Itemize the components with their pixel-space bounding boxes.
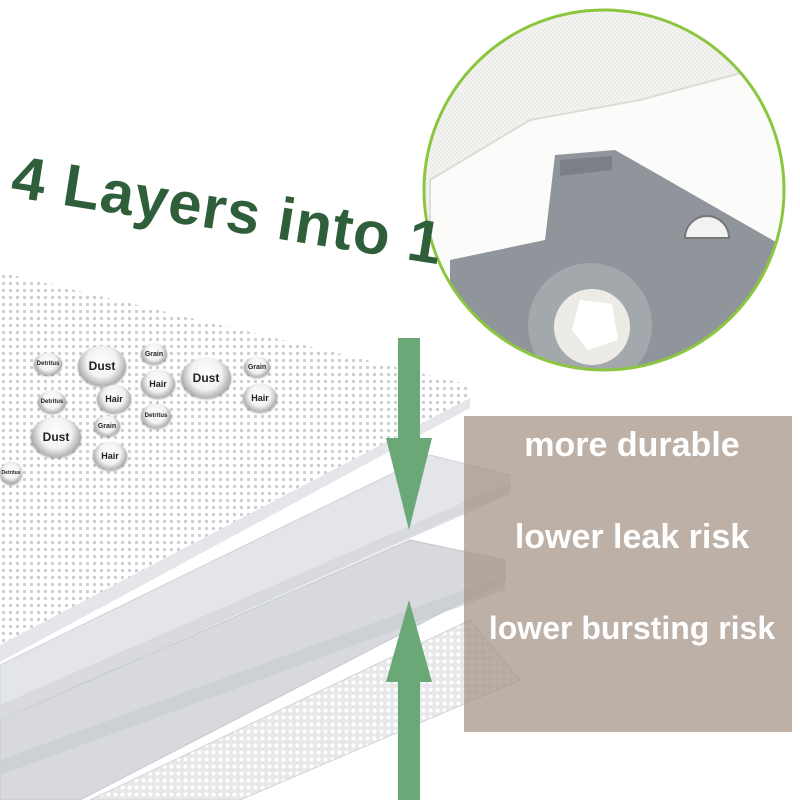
- arrow-up-icon: [386, 600, 432, 800]
- particle-bubble: Detritus: [141, 404, 171, 428]
- particle-label: Dust: [88, 359, 116, 373]
- benefit-more-durable: more durable: [524, 426, 740, 464]
- particle-label: Hair: [105, 394, 123, 404]
- particle-label: Dust: [42, 430, 70, 444]
- particle-bubble: Detritus: [38, 391, 66, 413]
- arrow-down-icon: [386, 338, 432, 530]
- particle-label: Hair: [149, 379, 167, 389]
- particle-label: Detritus: [1, 470, 21, 476]
- particle-label: Grain: [97, 422, 117, 430]
- particle-bubble: Grain: [244, 357, 270, 377]
- particle-label: Detritus: [40, 399, 64, 405]
- benefits-panel: [464, 416, 792, 732]
- particle-label: Hair: [251, 393, 269, 403]
- particle-bubble: Hair: [93, 442, 127, 470]
- particle-bubble: Dust: [181, 358, 231, 398]
- particle-bubble: Grain: [94, 416, 120, 436]
- particle-label: Detritus: [144, 413, 168, 419]
- zoom-detail-circle: [422, 8, 786, 372]
- particle-label: Dust: [192, 371, 220, 385]
- particle-label: Grain: [144, 350, 164, 358]
- particle-bubble: Dust: [31, 417, 81, 457]
- particle-bubble: Dust: [78, 346, 126, 386]
- benefit-lower-leak-risk: lower leak risk: [514, 518, 750, 556]
- particle-bubble: Detritus: [34, 353, 62, 375]
- particle-label: Hair: [101, 451, 119, 461]
- particle-label: Grain: [247, 363, 267, 371]
- particle-bubble: Detritus: [0, 462, 22, 484]
- particle-bubble: Hair: [97, 385, 131, 413]
- particle-bubble: Hair: [141, 370, 175, 398]
- benefit-lower-bursting-risk: lower bursting risk: [488, 610, 776, 646]
- particle-bubble: Grain: [141, 344, 167, 364]
- particle-label: Detritus: [36, 361, 60, 367]
- particle-bubble: Hair: [243, 384, 277, 412]
